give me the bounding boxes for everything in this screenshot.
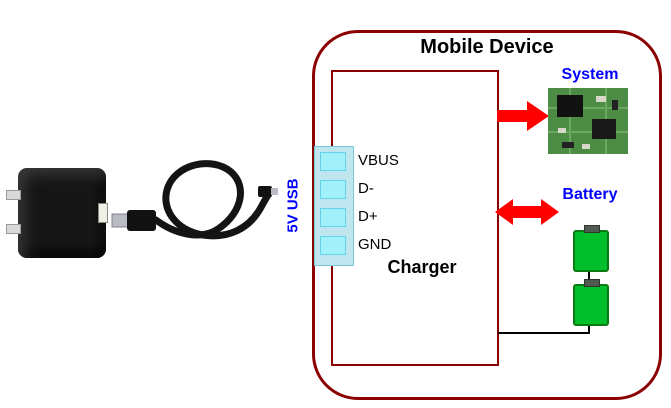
usb-port-icon [98, 203, 108, 223]
usb-a-body-icon [127, 210, 156, 231]
plug-prong-icon [6, 190, 21, 200]
usb-5v-label: 5V USB [284, 178, 302, 233]
usb-cable-photo [111, 160, 278, 240]
usb-pad-vbus-icon [320, 152, 346, 171]
pin-label-gnd: GND [358, 236, 392, 253]
battery-cell-icon [573, 225, 609, 272]
plug-prong-icon [6, 224, 21, 234]
battery-label: Battery [562, 186, 618, 203]
battery-wire [588, 321, 590, 334]
system-label: System [561, 66, 619, 83]
pin-label-vbus: VBUS [358, 152, 399, 169]
usb-pad-dminus-icon [320, 180, 346, 199]
charger-box [331, 70, 499, 366]
mobile-device-title: Mobile Device [420, 36, 554, 58]
wall-charger-photo [18, 168, 106, 258]
red-arrow-double-icon [495, 199, 559, 225]
usb-a-tip-icon [111, 213, 129, 228]
usb-pad-dplus-icon [320, 208, 346, 227]
battery-cell-icon [573, 279, 609, 326]
pin-label-dminus: D- [358, 180, 374, 197]
red-arrow-right-icon [497, 101, 549, 131]
micro-usb-tip-icon [271, 188, 278, 195]
charger-label: Charger [387, 257, 457, 277]
micro-usb-body-icon [258, 186, 272, 197]
battery-return-wire [498, 332, 590, 334]
pin-label-dplus: D+ [358, 208, 378, 225]
battery-wire [588, 266, 590, 280]
circuit-board-image [548, 88, 628, 154]
usb-pad-gnd-icon [320, 236, 346, 255]
